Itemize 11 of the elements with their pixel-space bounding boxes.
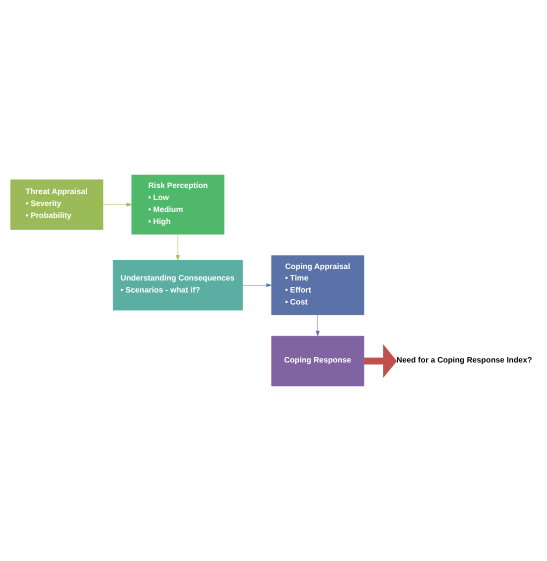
arrow	[316, 314, 320, 336]
node-text: Need for a Coping Response Index?	[396, 355, 532, 364]
node-box: Coping Appraisal • Time • Effort • Cost	[271, 255, 364, 316]
arrow	[176, 234, 180, 260]
arrow	[242, 283, 272, 288]
node-box: Risk Perception • Low • Medium • High	[131, 174, 224, 235]
node-box: Understanding Consequences • Scenarios - what if?	[112, 260, 243, 310]
arrow	[102, 202, 132, 207]
node-box: Threat Appraisal • Severity • Probability	[10, 179, 104, 230]
node-box: Coping Response	[271, 336, 364, 386]
arrow	[364, 344, 397, 378]
